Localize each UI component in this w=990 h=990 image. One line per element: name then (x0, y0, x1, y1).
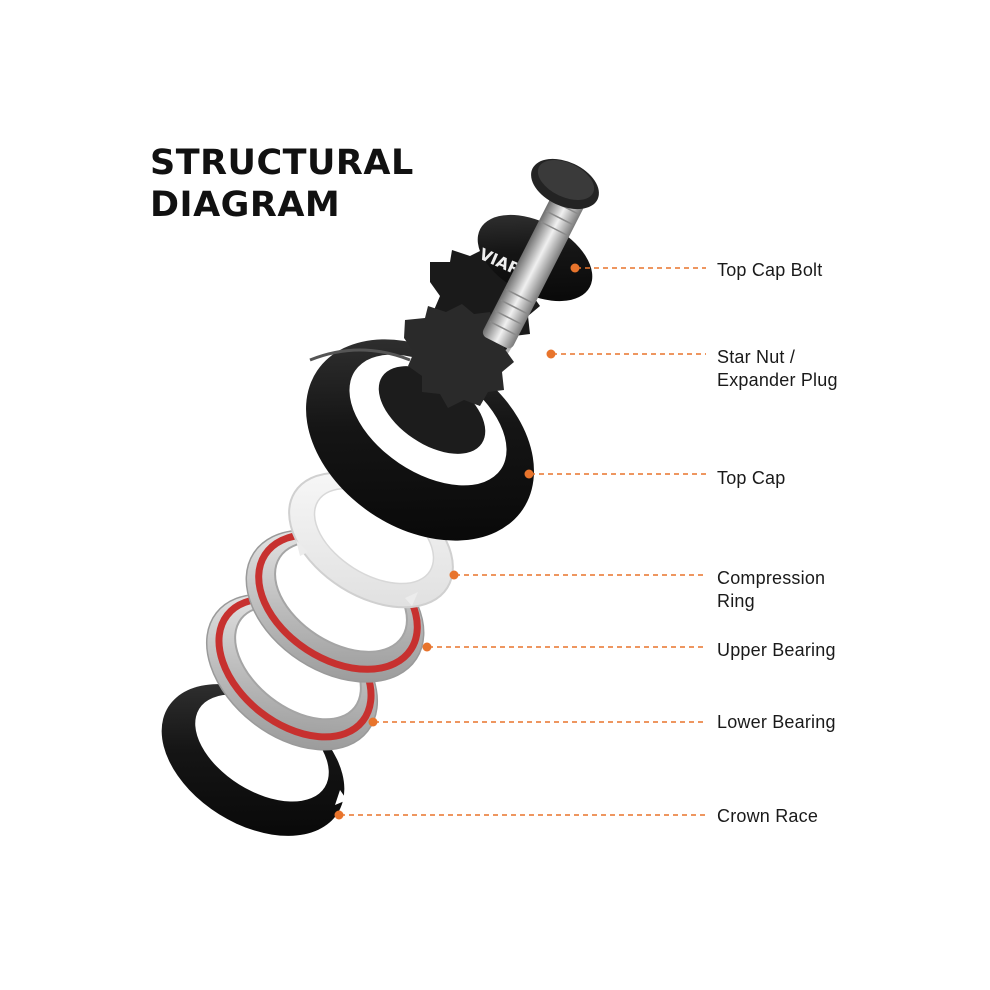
callout-dot-upper-bearing (422, 642, 432, 652)
label-top-cap-line-1: Top Cap (717, 468, 786, 488)
callout-dot-compression-ring (449, 570, 459, 580)
top-cap-bolt-part: VIARON (476, 158, 599, 349)
label-compression-ring-line-1: Compression (717, 568, 826, 588)
label-star-nut-line-1: Star Nut / (717, 347, 796, 367)
label-crown-race-line-1: Crown Race (717, 806, 819, 826)
callout-dot-star-nut (546, 349, 556, 359)
label-top-cap-bolt: Top Cap Bolt (717, 259, 822, 282)
label-upper-bearing: Upper Bearing (717, 639, 836, 662)
label-top-cap: Top Cap (717, 467, 785, 490)
label-compression-ring-line-2: Ring (717, 591, 755, 611)
label-compression-ring: Compression Ring (717, 567, 825, 613)
label-star-nut-line-2: Expander Plug (717, 370, 838, 390)
callout-dot-top-cap (524, 469, 534, 479)
label-top-cap-bolt-line-1: Top Cap Bolt (717, 260, 823, 280)
diagram-title-line-1: STRUCTURAL (150, 143, 414, 183)
callout-dots (334, 263, 580, 820)
label-upper-bearing-line-1: Upper Bearing (717, 640, 836, 660)
label-star-nut: Star Nut / Expander Plug (717, 346, 838, 392)
callout-dot-top-cap-bolt (570, 263, 580, 273)
leader-lines (340, 267, 706, 816)
callout-dot-crown-race (334, 810, 344, 820)
label-crown-race: Crown Race (717, 805, 818, 828)
callout-dot-lower-bearing (368, 717, 378, 727)
diagram-title-line-2: DIAGRAM (150, 185, 341, 225)
label-lower-bearing-line-1: Lower Bearing (717, 712, 836, 732)
label-lower-bearing: Lower Bearing (717, 711, 836, 734)
